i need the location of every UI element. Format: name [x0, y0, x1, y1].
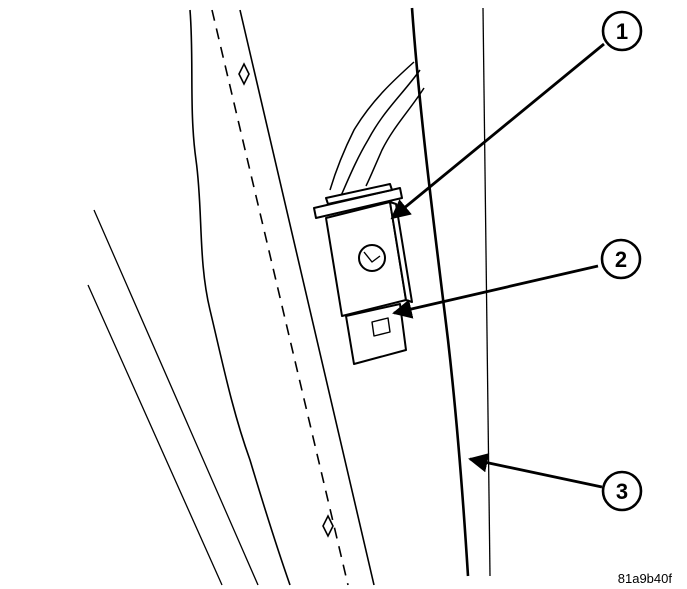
switch-mounting-hole-detail: [363, 251, 381, 263]
left-panel-line-outer: [93, 209, 259, 586]
switch-top-tab: [325, 183, 393, 205]
callout-2-number: 2: [615, 247, 627, 272]
callout-3-number: 3: [616, 479, 628, 504]
callout-3: 3: [601, 470, 643, 512]
callout-1: 1: [601, 10, 643, 52]
callout-2: 2: [600, 238, 642, 280]
pillar-panel: [189, 9, 375, 586]
wire-3: [329, 61, 415, 191]
wire-2: [365, 87, 425, 187]
wiring-harness: [329, 61, 425, 199]
door-frame-edge: [410, 7, 470, 577]
pillar-solid-line: [239, 9, 375, 586]
pillar-wavy-edge: [189, 9, 291, 586]
door-frame: [410, 7, 491, 577]
pillar-diamond-marker-bottom: [322, 514, 334, 538]
wire-1: [339, 69, 421, 199]
leader-line-1: [390, 42, 605, 220]
figure-code: 81a9b40f: [618, 571, 673, 586]
switch-plunger-notch: [371, 317, 391, 337]
switch-assembly: [313, 183, 413, 365]
callout-1-number: 1: [616, 19, 628, 44]
left-panel-lines: [87, 209, 259, 586]
left-panel-line-inner: [87, 284, 223, 586]
callout-3-circle: [601, 470, 643, 512]
callout-1-circle: [601, 10, 643, 52]
leader-line-2: [392, 264, 599, 319]
leader-line-3: [468, 453, 603, 489]
callout-2-circle: [600, 238, 642, 280]
pillar-dashed-line: [211, 9, 349, 586]
leader-lines: [390, 42, 605, 489]
pillar-diamond-marker-top: [238, 62, 250, 86]
switch-mounting-hole: [358, 244, 386, 272]
